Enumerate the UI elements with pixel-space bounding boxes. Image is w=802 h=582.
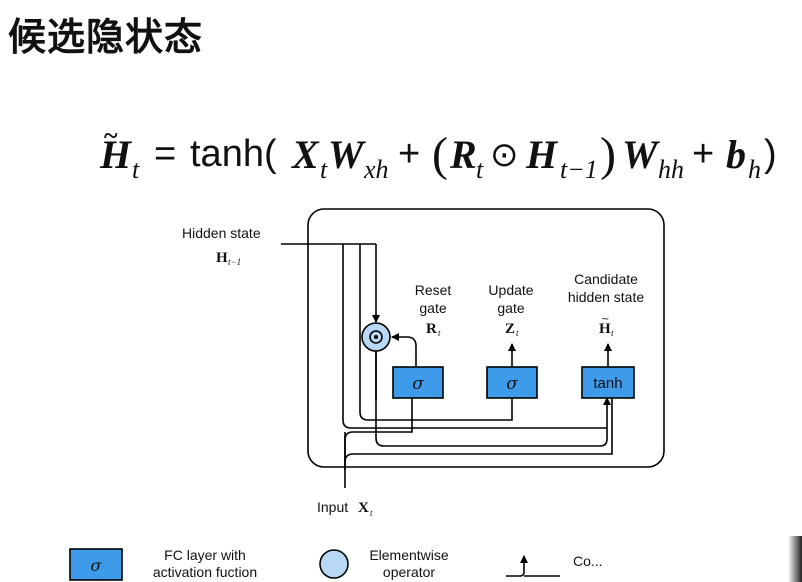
candidate-label-1: Candidate [574,271,638,287]
legend-fc-symbol: σ [91,556,103,575]
legend: σ FC layer with activation fuction Eleme… [69,547,603,581]
candidate-state-formula: ~ H t = tanh( X t W xh + ( R t ⊙ H t−1 )… [99,121,777,184]
legend-operator: Elementwise operator [319,547,449,580]
hidden-state-sub: t−1 [228,257,241,267]
formula-lhs: H [99,132,133,177]
formula-w1: W [328,132,366,177]
formula-h: H [525,132,559,177]
legend-copy-label: Co... [573,553,603,569]
legend-fc-label-1: FC layer with [164,547,246,563]
update-gate-label-1: Update [488,282,533,298]
formula-plus1: + [398,133,420,175]
candidate-symbol: H [599,321,611,337]
legend-copy: Co... [506,553,603,577]
formula-w1-sub: xh [363,155,389,184]
slide-title: 候选隐状态 [8,15,204,59]
formula-odot: ⊙ [490,135,519,175]
legend-fc-layer: σ FC layer with activation fuction [69,547,257,581]
formula-w2-sub: hh [658,155,684,184]
tanh-box: tanh [581,366,635,399]
reset-gate-box: σ [392,366,444,399]
formula-plus2: + [692,133,714,175]
update-gate-label-2: gate [497,300,524,316]
input-sub: t [370,508,373,518]
legend-op-label-2: operator [383,564,435,580]
formula-x: X [290,132,320,177]
reset-gate-sigma: σ [412,374,424,394]
formula-lhs-sub: t [132,155,140,184]
formula-b: b [726,132,746,177]
update-gate-sub: t [516,328,519,338]
legend-copy-arrow-icon [506,555,528,577]
legend-op-label-1: Elementwise [369,547,449,563]
candidate-tilde: ~ [601,314,609,325]
formula-tilde: ~ [104,121,118,150]
formula-rparen: ) [600,128,616,181]
reset-gate-label-2: gate [419,300,446,316]
screen-edge-shadow [788,536,802,582]
elementwise-operator [361,322,391,352]
formula-b-sub: h [748,155,761,184]
candidate-label-2: hidden state [568,289,644,305]
hidden-state-symbol: H [216,250,228,266]
formula-x-sub: t [320,155,328,184]
reset-to-operator-arrow [391,333,417,366]
formula-lparen: ( [432,128,448,181]
input-label: Input [317,499,348,515]
cell-frame [307,208,665,468]
formula-close: ) [764,133,777,175]
candidate-sub: t [611,328,614,338]
update-gate-sigma: σ [506,374,518,394]
hidden-state-label: Hidden state [182,225,261,241]
input-symbol: X [358,500,369,516]
formula-tanh: tanh( [190,133,277,175]
reset-gate-symbol: R [426,321,437,337]
formula-r-sub: t [476,155,484,184]
formula-h-sub: t−1 [560,155,598,184]
reset-gate-sub: t [438,328,441,338]
update-gate-symbol: Z [505,321,515,337]
reset-gate-label-1: Reset [415,282,452,298]
formula-r: R [449,132,477,177]
update-gate-box: σ [486,366,538,399]
formula-equals: = [154,133,176,175]
hidden-state-lines [281,243,611,447]
tanh-label: tanh [593,375,622,392]
input-lines [344,398,613,488]
formula-w2: W [622,132,660,177]
legend-fc-label-2: activation fuction [153,564,257,580]
